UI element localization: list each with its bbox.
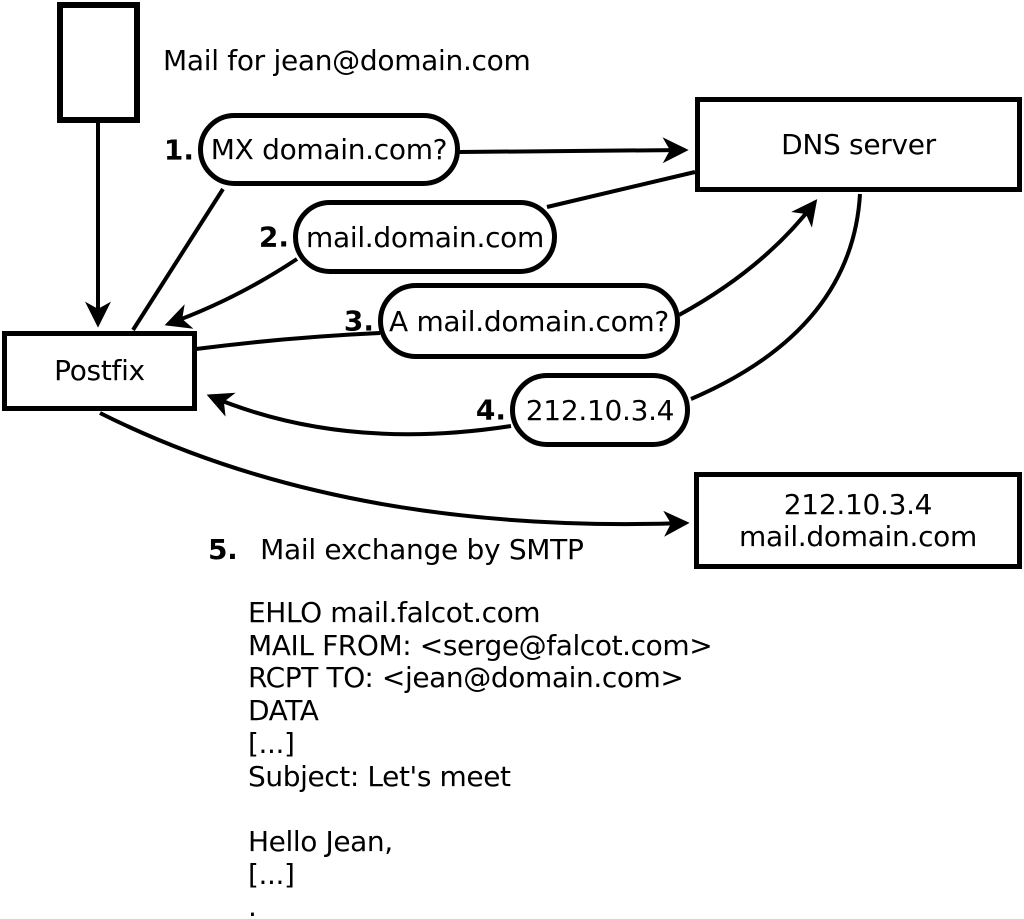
dns-server-node: DNS server <box>695 97 1022 192</box>
dns-server-label: DNS server <box>781 127 936 161</box>
step1-pill: MX domain.com? <box>198 113 460 186</box>
line-postfix-to-query3 <box>195 331 381 351</box>
mail-server-hostname: mail.domain.com <box>739 519 977 553</box>
step1-query-mx: 1. MX domain.com? <box>164 113 460 186</box>
mail-server-label: 212.10.3.4 mail.domain.com <box>739 487 977 553</box>
smtp-line: . <box>248 890 257 919</box>
smtp-line: Hello Jean, <box>248 824 393 858</box>
step2-reply-mx: 2. mail.domain.com <box>259 200 557 274</box>
step1-label: MX domain.com? <box>210 133 448 166</box>
mail-server-ip: 212.10.3.4 <box>783 487 933 521</box>
mail-message-shape <box>57 2 140 123</box>
step3-number: 3. <box>343 304 374 338</box>
step2-pill: mail.domain.com <box>293 200 557 274</box>
step4-pill: 212.10.3.4 <box>510 373 690 447</box>
smtp-line: RCPT TO: <jean@domain.com> <box>248 661 684 695</box>
arrow-reply4-to-postfix <box>206 392 512 437</box>
mail-server-node: 212.10.3.4 mail.domain.com <box>694 472 1022 569</box>
smtp-line: [...] <box>248 726 295 760</box>
step3-query-a: 3. A mail.domain.com? <box>344 283 680 359</box>
smtp-line: MAIL FROM: <serge@falcot.com> <box>248 628 713 662</box>
step5-number: 5. <box>208 533 238 566</box>
postfix-node: Postfix <box>2 331 197 411</box>
step5-label: Mail exchange by SMTP <box>260 533 584 566</box>
step4-label: 212.10.3.4 <box>525 393 675 427</box>
line-dns-to-reply4 <box>690 193 862 401</box>
smtp-line: [...] <box>248 857 295 891</box>
line-postfix-to-query1 <box>131 187 225 332</box>
step1-number: 1. <box>163 133 194 166</box>
postfix-label: Postfix <box>54 354 145 387</box>
step3-pill: A mail.domain.com? <box>378 283 680 359</box>
diagram-title: Mail for jean@domain.com <box>163 44 531 77</box>
arrow-query3-to-dns <box>678 199 818 317</box>
arrow-query1-to-dns <box>458 137 689 164</box>
smtp-line <box>248 793 712 826</box>
smtp-line: Subject: Let's meet <box>248 759 511 793</box>
smtp-line: EHLO mail.falcot.com <box>248 596 541 629</box>
arrow-postfix-to-mailserver <box>99 411 690 537</box>
smtp-line: DATA <box>248 694 319 728</box>
step5-caption: 5. Mail exchange by SMTP <box>208 535 584 565</box>
arrow-reply2-to-postfix <box>164 257 299 329</box>
step4-number: 4. <box>475 393 506 427</box>
step2-number: 2. <box>258 220 289 254</box>
step2-label: mail.domain.com <box>306 220 544 254</box>
step4-reply-a: 4. 212.10.3.4 <box>476 373 690 447</box>
step3-label: A mail.domain.com? <box>389 304 669 338</box>
line-dns-to-reply2 <box>546 170 696 209</box>
